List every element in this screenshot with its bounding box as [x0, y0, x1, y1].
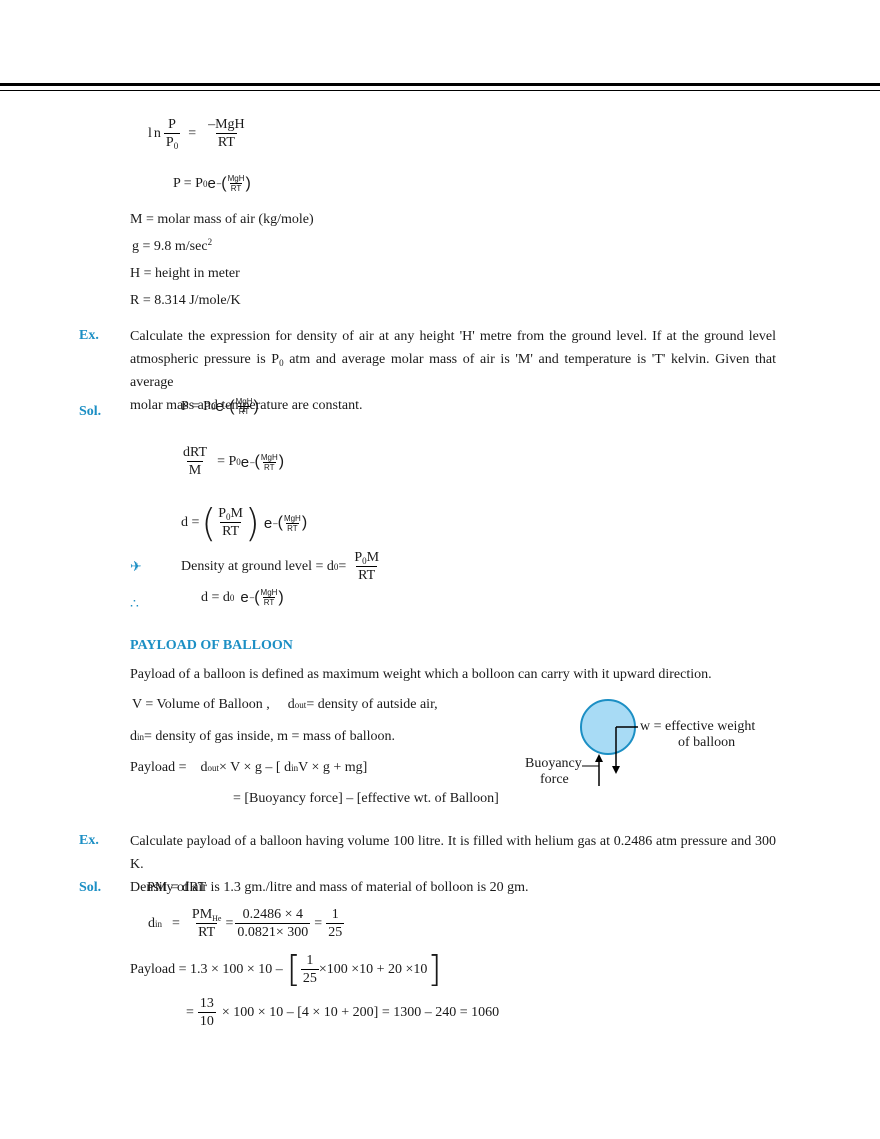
def-height: H = height in meter: [130, 266, 240, 281]
sol2-final: = 13 10 × 100 × 10 – [4 × 10 + 200] = 13…: [186, 996, 500, 1029]
sol2-payload: Payload = 1.3 × 100 × 10 – [ 1 25 ×100 ×…: [130, 949, 442, 990]
solution-label: Sol.: [79, 404, 102, 419]
header-rule-thin: [0, 90, 880, 91]
sol2-line1: PM = dRT: [147, 880, 207, 895]
header-rule-thick: [0, 83, 880, 86]
weight-label-2: of balloon: [678, 735, 736, 750]
def-r: R = 8.314 J/mole/K: [130, 293, 241, 308]
example-2-text: Calculate payload of a balloon having vo…: [130, 834, 776, 895]
balloon-diagram: [580, 699, 638, 786]
weight-arrow-head: [612, 766, 620, 774]
def-g: g = 9.8 m/sec2: [132, 237, 213, 255]
arrow-icon: ✈: [130, 560, 142, 575]
payload-formula-2: = [Buoyancy force] – [effective wt. of B…: [233, 791, 499, 806]
def-molar-mass: M = molar mass of air (kg/mole): [130, 212, 314, 227]
example-label-2: Ex.: [79, 833, 99, 848]
equation-ln: ln P P0 = –MgH RT: [148, 117, 245, 151]
example-label: Ex.: [79, 328, 99, 343]
example-1-text: Calculate the expression for density of …: [130, 329, 776, 413]
buoyancy-label: Buoyancy: [525, 756, 582, 771]
therefore-icon: ∴: [130, 597, 139, 612]
solution-label-2: Sol.: [79, 880, 102, 895]
buoyancy-label-2: force: [540, 772, 569, 787]
weight-label: w = effective weight: [640, 719, 756, 734]
section-heading: PAYLOAD OF BALLOON: [130, 638, 293, 653]
buoyancy-arrow-head: [595, 754, 603, 762]
payload-definition: Payload of a balloon is defined as maxim…: [130, 667, 712, 682]
